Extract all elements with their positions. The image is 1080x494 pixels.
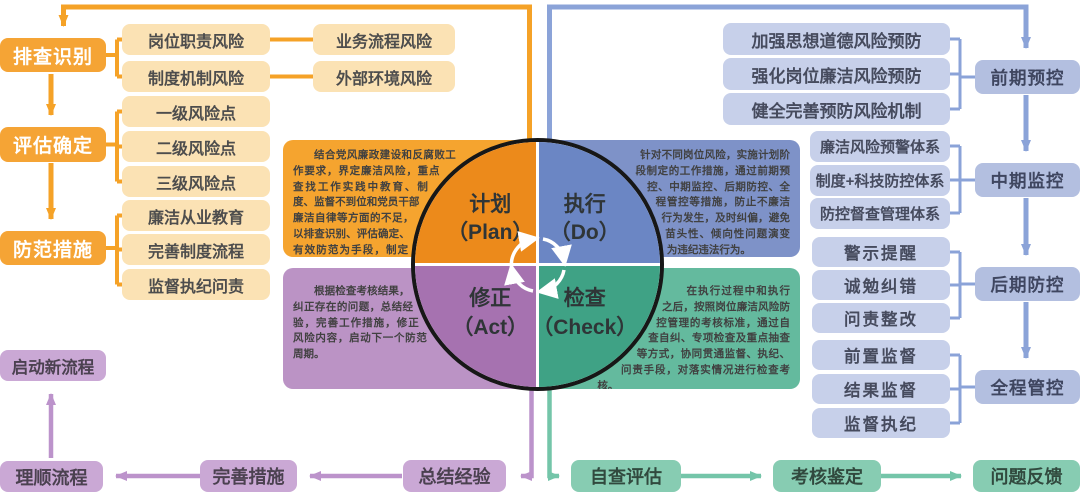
system-institution-technology-control: 制度+科技防控体系 <box>810 165 950 196</box>
quadrant-do: 执行 （Do） <box>537 142 660 265</box>
system-risk-early-warning: 廉洁风险预警体系 <box>810 131 950 162</box>
step-improve-measures: 完善措施 <box>200 460 297 492</box>
step-prevention-measures: 防范措施 <box>0 231 106 265</box>
cycle-rotation-arrows-icon <box>503 230 572 299</box>
supervision-discipline: 监督执纪 <box>812 408 950 438</box>
step-self-check-assessment: 自查评估 <box>571 460 681 492</box>
prevention-item-mechanism: 健全完善预防风险机制 <box>723 93 950 125</box>
action-warning-reminder: 警示提醒 <box>812 237 950 267</box>
check-description: 在执行过程中和执行之后，按照岗位廉洁风险防控管理的考核标准，通过自查自纠、专项检… <box>597 285 790 389</box>
risk-item-external-environment: 外部环境风险 <box>313 61 455 92</box>
risk-item-level-2: 二级风险点 <box>122 131 270 162</box>
system-control-inspection-management: 防控督查管理体系 <box>810 198 950 229</box>
measure-integrity-education: 廉洁从业教育 <box>122 200 270 231</box>
act-title: 修正 <box>469 287 512 311</box>
quadrant-divider-horizontal <box>415 263 660 266</box>
prevention-item-ideological-moral: 加强思想道德风险预防 <box>723 23 950 55</box>
plan-subtitle: （Plan） <box>447 221 534 245</box>
step-start-new-process: 启动新流程 <box>0 350 106 381</box>
stage-late-prevention: 后期防控 <box>975 267 1080 301</box>
step-streamline-process: 理顺流程 <box>0 461 103 492</box>
action-admonition-correction: 诚勉纠错 <box>812 270 950 300</box>
step-assessment-appraisal: 考核鉴定 <box>773 460 881 492</box>
act-description: 根据检查考核结果，纠正存在的问题，总结经验，完善工作措施，修正风险内容，启动下一… <box>293 285 427 360</box>
stage-early-precontrol: 前期预控 <box>975 60 1080 94</box>
do-title: 执行 <box>563 192 606 216</box>
plan-title: 计划 <box>469 192 512 216</box>
risk-item-business-process: 业务流程风险 <box>313 24 455 55</box>
risk-item-post-duty: 岗位职责风险 <box>122 24 270 55</box>
action-accountability-rectification: 问责整改 <box>812 303 950 333</box>
act-subtitle: （Act） <box>452 315 529 339</box>
measure-improve-institution: 完善制度流程 <box>122 234 270 265</box>
measure-supervision-accountability: 监督执纪问责 <box>122 269 270 300</box>
check-subtitle: （Check） <box>532 315 638 339</box>
stage-mid-monitoring: 中期监控 <box>975 163 1080 197</box>
step-summarize-experience: 总结经验 <box>403 460 506 492</box>
check-title: 检查 <box>563 287 606 311</box>
risk-item-level-1: 一级风险点 <box>122 96 270 127</box>
risk-item-institution-mechanism: 制度机制风险 <box>122 61 270 92</box>
pdca-cycle-circle: 计划 （Plan） 执行 （Do） 修正 （Act） 检查 （Check） <box>411 138 664 391</box>
plan-description: 结合党风廉政建设和反腐败工作要求，界定廉洁风险，重点查找工作实践中教育、制度、监… <box>293 149 456 256</box>
step-screening-identification: 排查识别 <box>0 38 106 72</box>
step-assessment-determination: 评估确定 <box>0 127 106 162</box>
stage-whole-process-control: 全程管控 <box>975 370 1080 404</box>
supervision-pre-positioned: 前置监督 <box>812 340 950 370</box>
prevention-item-post-integrity: 强化岗位廉洁风险预防 <box>723 58 950 90</box>
step-problem-feedback: 问题反馈 <box>973 460 1080 492</box>
do-subtitle: （Do） <box>549 221 620 245</box>
risk-item-level-3: 三级风险点 <box>122 166 270 197</box>
supervision-result: 结果监督 <box>812 374 950 404</box>
do-description: 针对不同岗位风险，实施计划阶段制定的工作措施，通过前期预控、中期监控、后期防控、… <box>635 149 790 256</box>
